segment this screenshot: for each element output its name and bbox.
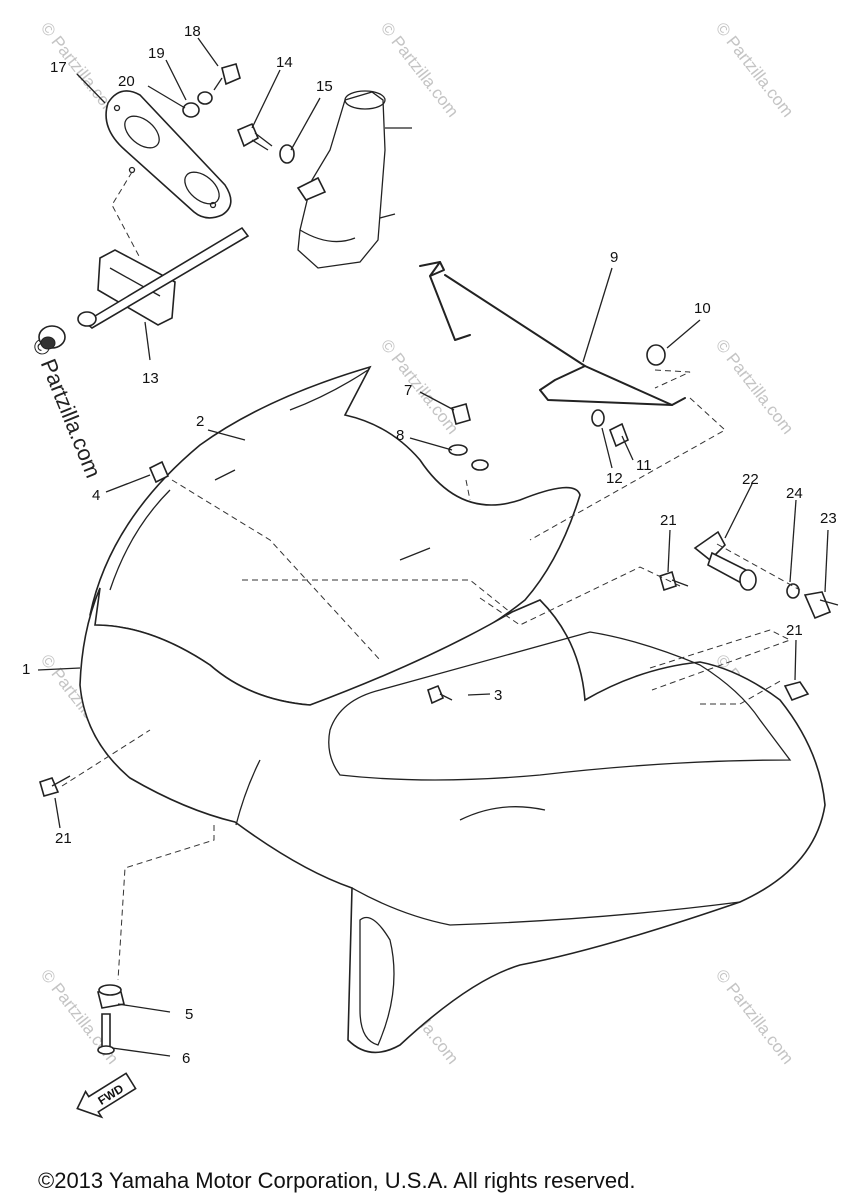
callout-9: 9 (610, 249, 618, 266)
watermark: © Partzilla.com (712, 336, 798, 438)
callout-6: 6 (182, 1050, 190, 1067)
callout-22: 22 (742, 471, 759, 488)
callout-8: 8 (396, 427, 404, 444)
callout-21-left: 21 (55, 830, 72, 847)
leader-lines (37, 37, 829, 1057)
meter-bracket (105, 90, 232, 219)
callout-11: 11 (636, 457, 652, 474)
small-hardware-top (182, 63, 327, 201)
watermark: © Partzilla.com (712, 19, 798, 121)
meter-stay (38, 226, 250, 350)
callout-21-center: 21 (660, 512, 677, 529)
callout-20: 20 (118, 73, 135, 90)
watermark: © Partzilla.com (377, 336, 463, 438)
callout-19: 19 (148, 45, 165, 62)
callout-21-right: 21 (786, 622, 803, 639)
callout-2: 2 (196, 413, 204, 430)
callout-3: 3 (494, 687, 502, 704)
callout-5: 5 (185, 1006, 193, 1023)
side-stay (693, 530, 839, 620)
callout-4: 4 (92, 487, 100, 504)
fasteners (39, 344, 810, 1055)
callout-24: 24 (786, 485, 803, 502)
watermark: © Partzilla.com (377, 19, 463, 121)
callout-7: 7 (404, 382, 412, 399)
cowling (79, 587, 826, 1054)
watermark: © Partzilla.com (712, 966, 798, 1068)
callout-1: 1 (22, 661, 30, 678)
callout-14: 14 (276, 54, 293, 71)
callout-15: 15 (316, 78, 333, 95)
fork-tube (297, 90, 412, 269)
cowling-stay (419, 261, 686, 406)
copyright-notice: ©2013 Yamaha Motor Corporation, U.S.A. A… (38, 1168, 635, 1193)
callout-13: 13 (142, 370, 159, 387)
callout-23: 23 (820, 510, 837, 527)
callout-17: 17 (50, 59, 67, 76)
callout-18: 18 (184, 23, 201, 40)
assembly-lines (61, 171, 801, 981)
side-watermark: © Partzilla.com (27, 335, 106, 482)
callout-12: 12 (606, 470, 623, 487)
callout-labels: 1 2 3 4 5 6 7 8 9 10 11 12 13 14 15 17 1… (22, 23, 837, 1067)
callout-10: 10 (694, 300, 711, 317)
forward-arrow-icon: FWD (76, 1072, 137, 1119)
